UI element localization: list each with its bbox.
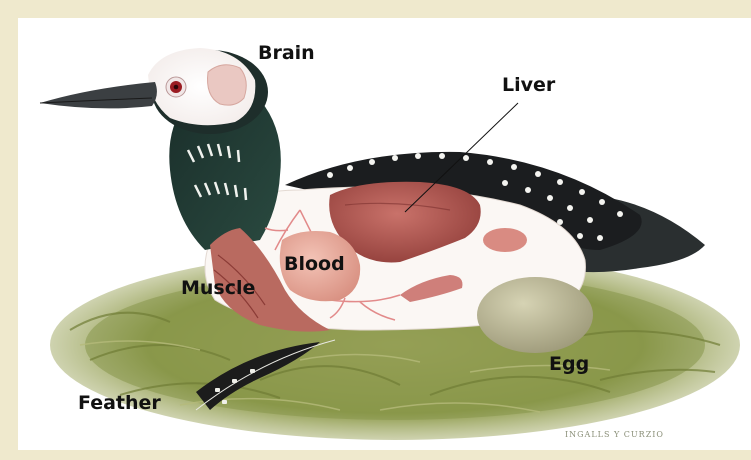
- label-liver: Liver: [502, 76, 555, 95]
- egg: [477, 277, 593, 353]
- label-feather: Feather: [78, 394, 161, 413]
- label-brain: Brain: [258, 44, 315, 63]
- label-muscle: Muscle: [181, 279, 255, 298]
- kidney-organ: [483, 228, 527, 252]
- label-egg: Egg: [549, 355, 589, 374]
- label-blood: Blood: [284, 255, 345, 274]
- brain-organ: [208, 65, 247, 105]
- artist-signature: INGALLS Y CURZIO: [565, 430, 664, 439]
- eye-pupil: [174, 85, 179, 90]
- loon-beak: [40, 82, 157, 108]
